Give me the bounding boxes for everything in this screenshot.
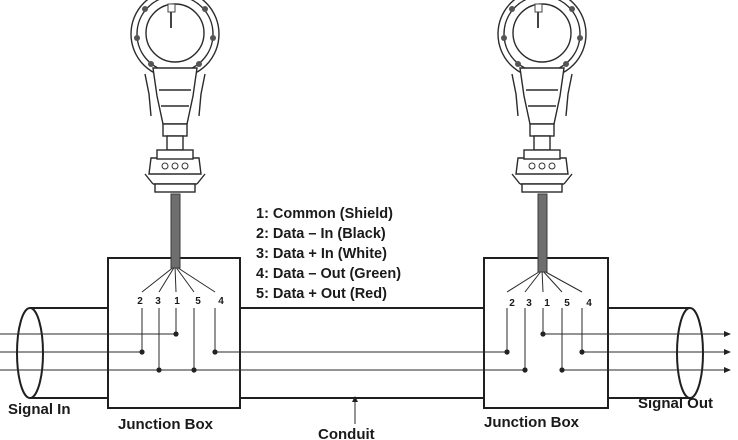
conduit <box>16 307 704 399</box>
arrow-out-2-icon <box>724 349 731 355</box>
left-pin-label: 2 <box>137 296 143 307</box>
left-pin-label: 5 <box>195 296 201 307</box>
pipe-left-end <box>16 307 44 399</box>
pipe-middle-edges <box>240 307 484 399</box>
left-box-wiring <box>108 265 240 373</box>
bus-wires <box>0 331 731 373</box>
drop-cable-left <box>170 193 181 269</box>
legend-item: 5: Data + Out (Red) <box>256 286 387 302</box>
left-pin-label: 4 <box>218 296 224 307</box>
right-pin-label: 1 <box>544 298 550 309</box>
left-pin-label: 3 <box>155 296 161 307</box>
legend-item: 3: Data + In (White) <box>256 246 387 262</box>
wire-legend: 1: Common (Shield) 2: Data – In (Black) … <box>256 206 401 302</box>
right-pin-label: 3 <box>526 298 532 309</box>
right-pin-label: 2 <box>509 298 515 309</box>
right-pin-numbers: 2 3 1 5 4 <box>509 298 592 309</box>
junction-box-right <box>483 257 609 409</box>
legend-item: 1: Common (Shield) <box>256 206 393 222</box>
pipe-right-end <box>676 307 704 399</box>
pipe-right-edges <box>608 307 690 399</box>
device-right <box>497 0 587 193</box>
right-pin-label: 5 <box>564 298 570 309</box>
junction-box-right-label: Junction Box <box>484 414 580 431</box>
conduit-pointer-arrow-icon <box>352 396 358 402</box>
arrow-out-1-icon <box>724 331 731 337</box>
conduit-label: Conduit <box>318 426 375 440</box>
right-pin-label: 4 <box>586 298 592 309</box>
left-pin-label: 1 <box>174 296 180 307</box>
pipe-left-edges <box>30 307 108 399</box>
arrow-out-3-icon <box>724 367 731 373</box>
signal-out-label: Signal Out <box>638 395 713 412</box>
signal-in-label: Signal In <box>8 401 71 418</box>
junction-box-left-label: Junction Box <box>118 416 214 433</box>
right-box-wiring <box>484 269 608 373</box>
left-pin-numbers: 2 3 1 5 4 <box>137 296 224 307</box>
legend-item: 4: Data – Out (Green) <box>256 266 401 282</box>
device-left <box>130 0 220 193</box>
legend-item: 2: Data – In (Black) <box>256 226 386 242</box>
drop-cable-right <box>537 193 548 273</box>
